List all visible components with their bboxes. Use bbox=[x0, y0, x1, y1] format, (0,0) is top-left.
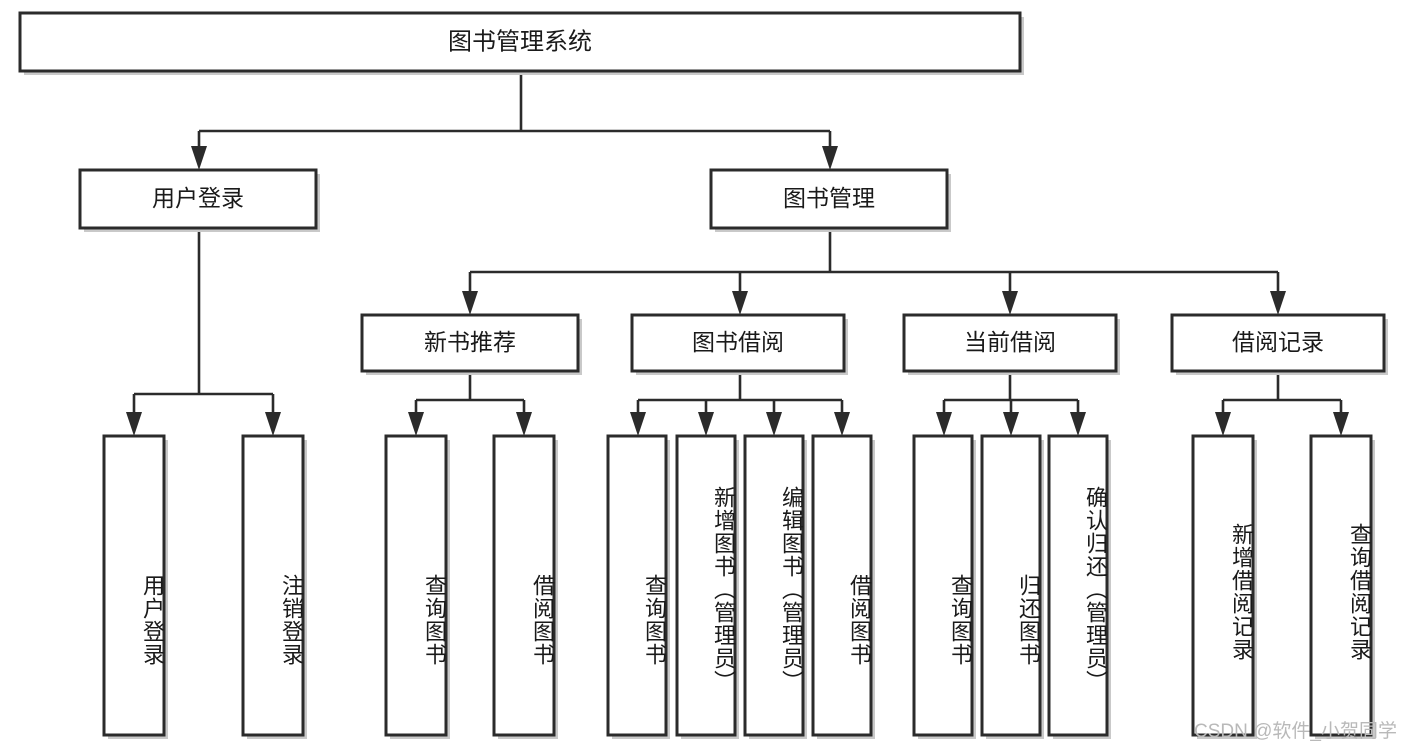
node-borrow-record-box[interactable] bbox=[1170, 313, 1386, 373]
node-leaf-borrow-book-1-box[interactable] bbox=[492, 434, 556, 737]
node-leaf-edit-book[interactable] bbox=[743, 434, 807, 739]
node-leaf-add-record-label: 新增借阅记录 bbox=[1229, 522, 1254, 661]
arrow-head-leaf-user-login bbox=[126, 412, 142, 436]
connector-group-bookmanage bbox=[462, 232, 1286, 315]
node-book-manage-label: 图书管理 bbox=[783, 185, 875, 211]
node-book-borrow-label: 图书借阅 bbox=[692, 329, 784, 355]
node-leaf-add-record[interactable] bbox=[1191, 434, 1257, 739]
node-leaf-borrow-book-1[interactable] bbox=[492, 434, 558, 739]
node-leaf-return-book-box[interactable] bbox=[980, 434, 1042, 737]
node-leaf-confirm-return[interactable] bbox=[1047, 434, 1111, 739]
arrow-head-leaf-add-book bbox=[698, 412, 714, 436]
node-leaf-user-login[interactable] bbox=[102, 434, 168, 739]
watermark-text: CSDN @软件_小贺同学 bbox=[1194, 721, 1397, 742]
node-leaf-query-book-3[interactable] bbox=[912, 434, 976, 739]
node-book-borrow-box[interactable] bbox=[630, 313, 846, 373]
arrow-head-leaf-query-book-3 bbox=[936, 412, 952, 436]
node-root-label: 图书管理系统 bbox=[448, 28, 592, 55]
arrow-head-leaf-add-record bbox=[1215, 412, 1231, 436]
node-leaf-return-book-label: 归还图书 bbox=[1016, 574, 1041, 666]
node-leaf-query-record[interactable] bbox=[1309, 434, 1375, 739]
node-user-login-label: 用户登录 bbox=[152, 185, 244, 211]
node-leaf-borrow-book-2[interactable] bbox=[811, 434, 875, 739]
connector-group-bookborrow bbox=[630, 375, 850, 436]
node-new-book-rec[interactable]: 新书推荐 bbox=[360, 313, 582, 375]
connector-group-borrowrecord bbox=[1215, 375, 1349, 436]
arrow-head-borrowrecord bbox=[1270, 291, 1286, 315]
node-leaf-add-book[interactable] bbox=[675, 434, 739, 739]
node-leaf-query-record-label: 查询借阅记录 bbox=[1347, 522, 1372, 661]
arrow-head-leaf-edit-book bbox=[766, 412, 782, 436]
node-leaf-user-login-label: 用户登录 bbox=[140, 574, 165, 666]
node-leaf-return-book[interactable] bbox=[980, 434, 1044, 739]
node-current-borrow[interactable]: 当前借阅 bbox=[902, 313, 1120, 375]
node-leaf-query-book-1-box[interactable] bbox=[384, 434, 448, 737]
arrow-head-leaf-confirm-return bbox=[1070, 412, 1086, 436]
node-new-book-rec-label: 新书推荐 bbox=[424, 329, 516, 355]
node-leaf-logout-box[interactable] bbox=[241, 434, 305, 737]
node-user-login[interactable]: 用户登录 bbox=[78, 168, 320, 232]
arrow-head-leaf-query-book-1 bbox=[408, 412, 424, 436]
connector-group-userlogin bbox=[126, 232, 281, 436]
node-leaf-borrow-book-2-label: 借阅图书 bbox=[847, 574, 872, 666]
arrow-head-currentborrow bbox=[1002, 291, 1018, 315]
node-leaf-confirm-return-label: 确认归还（管理员） bbox=[1083, 485, 1108, 693]
node-leaf-borrow-book-2-box[interactable] bbox=[811, 434, 873, 737]
node-leaf-confirm-return-box[interactable] bbox=[1047, 434, 1109, 737]
connector-group-newbookrec bbox=[408, 375, 532, 436]
node-leaf-logout-label: 注销登录 bbox=[279, 574, 304, 666]
arrow-head-leaf-borrow-book-1 bbox=[516, 412, 532, 436]
arrow-head-userlogin bbox=[191, 146, 207, 170]
node-borrow-record-label: 借阅记录 bbox=[1232, 329, 1324, 355]
node-borrow-record[interactable]: 借阅记录 bbox=[1170, 313, 1388, 375]
node-leaf-add-record-box[interactable] bbox=[1191, 434, 1255, 737]
node-leaf-query-book-1[interactable] bbox=[384, 434, 450, 739]
node-leaf-borrow-book-1-label: 借阅图书 bbox=[530, 574, 555, 666]
arrow-head-leaf-borrow-book-2 bbox=[834, 412, 850, 436]
arrow-head-newbookrec bbox=[462, 291, 478, 315]
node-leaf-add-book-box[interactable] bbox=[675, 434, 737, 737]
node-user-login-box[interactable] bbox=[78, 168, 318, 230]
node-leaf-query-book-2-box[interactable] bbox=[606, 434, 668, 737]
arrow-head-leaf-return-book bbox=[1003, 412, 1019, 436]
node-new-book-rec-box[interactable] bbox=[360, 313, 580, 373]
node-leaf-logout[interactable] bbox=[241, 434, 307, 739]
node-leaf-user-login-box[interactable] bbox=[102, 434, 166, 737]
node-leaf-edit-book-box[interactable] bbox=[743, 434, 805, 737]
node-leaf-query-book-3-box[interactable] bbox=[912, 434, 974, 737]
arrow-head-leaf-query-book-2 bbox=[630, 412, 646, 436]
node-leaf-add-book-label: 新增图书（管理员） bbox=[711, 485, 736, 693]
node-leaf-query-book-3-label: 查询图书 bbox=[948, 574, 973, 666]
node-leaf-query-record-box[interactable] bbox=[1309, 434, 1373, 737]
node-book-manage-box[interactable] bbox=[709, 168, 949, 230]
node-leaf-query-book-2[interactable] bbox=[606, 434, 670, 739]
arrow-head-bookmanage bbox=[822, 146, 838, 170]
node-root-box[interactable] bbox=[18, 11, 1022, 73]
connector-group-currentborrow bbox=[936, 375, 1086, 436]
node-leaf-query-book-1-label: 查询图书 bbox=[422, 574, 447, 666]
node-current-borrow-box[interactable] bbox=[902, 313, 1118, 373]
node-leaf-query-book-2-label: 查询图书 bbox=[642, 574, 667, 666]
node-leaf-edit-book-label: 编辑图书（管理员） bbox=[779, 485, 804, 693]
arrow-head-bookborrow bbox=[732, 291, 748, 315]
node-root[interactable]: 图书管理系统 bbox=[18, 11, 1024, 75]
node-book-borrow[interactable]: 图书借阅 bbox=[630, 313, 848, 375]
arrow-head-leaf-logout bbox=[265, 412, 281, 436]
node-current-borrow-label: 当前借阅 bbox=[964, 329, 1056, 355]
arrow-head-leaf-query-record bbox=[1333, 412, 1349, 436]
connector-group-root bbox=[191, 75, 838, 170]
node-book-manage[interactable]: 图书管理 bbox=[709, 168, 951, 232]
